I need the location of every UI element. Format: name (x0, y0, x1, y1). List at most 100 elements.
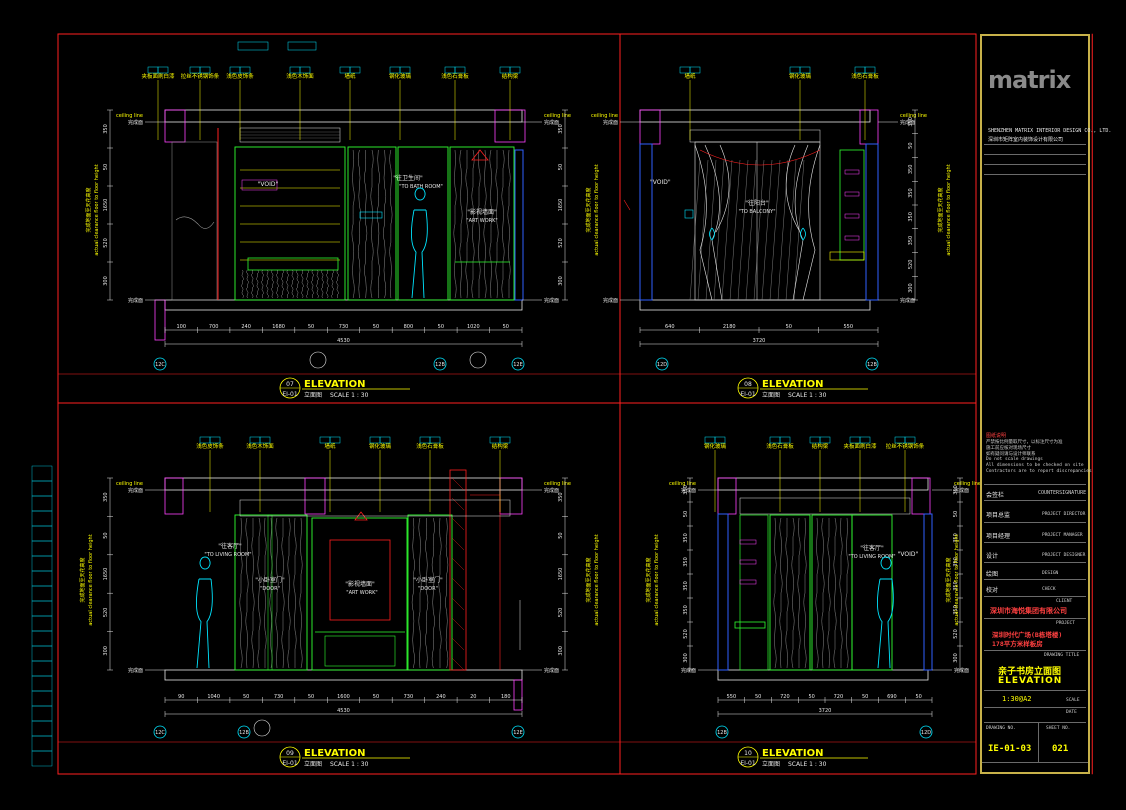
dimension-value: 640 (665, 324, 675, 330)
wood-grain-line (438, 517, 442, 668)
wood-grain-line (370, 149, 374, 299)
material-callout: 钢化玻璃 (789, 72, 812, 80)
callout-tag (679, 66, 691, 74)
callout-tag (499, 436, 511, 444)
dimension-value: 300 (558, 646, 564, 656)
glass-hatch (785, 159, 797, 301)
note-line: 施工前应核对现场尺寸 (986, 446, 1031, 451)
grid-bubble (655, 357, 669, 371)
wood-grain-line (389, 149, 393, 299)
grid-bubble (153, 725, 167, 739)
sheet-no-label: SHEET NO. (1046, 726, 1071, 731)
dimension-value: 50 (373, 694, 379, 700)
material-callout: 夹板面刷白漆 (141, 72, 175, 80)
ruler-cell (31, 570, 53, 587)
wood-grain-line (251, 518, 255, 669)
material-callout: 结构梁 (492, 442, 509, 450)
note-line: Do not scale drawings (986, 457, 1043, 462)
ruler-cell (31, 705, 53, 722)
dimension-value: 720 (834, 694, 844, 700)
drawing-title-en: ELEVATION (998, 676, 1063, 686)
wood-grain-line (245, 517, 249, 669)
shelf-object (241, 179, 278, 191)
dimension-value: 1020 (467, 324, 480, 330)
dimension-value: 50 (503, 324, 509, 330)
dimension-value: 300 (103, 646, 109, 656)
level-label: 完成面 (544, 297, 559, 304)
hatch-line (451, 537, 465, 551)
project-name: 深圳时代广场(B栋塔楼) (992, 631, 1063, 639)
dimension-value: 350 (103, 492, 109, 502)
wood-grain-line (257, 517, 261, 669)
shelving-unit (234, 146, 346, 301)
dimension-value: 730 (404, 694, 414, 700)
wood-grain-line (779, 517, 783, 669)
wood-grain-line (293, 517, 297, 668)
grid-bubble-label: 12D (657, 362, 667, 368)
dimension-total: 4530 (337, 338, 350, 344)
wood-grain-line (364, 149, 368, 299)
view-subtitle: 立面图 (762, 391, 780, 399)
callout-tag (769, 436, 781, 444)
view-sheet: EI-01 (740, 760, 756, 767)
height-note: 完成地面至天花高度 (85, 187, 92, 232)
note-line: 如有疑问请与设计师联系 (986, 452, 1036, 457)
wood-grain-line (299, 517, 303, 669)
callout-tag (289, 66, 301, 74)
dimension-value: 50 (373, 324, 379, 330)
human-figure (196, 556, 213, 669)
callout-tag (189, 66, 201, 74)
dimension-total: 3720 (753, 338, 766, 344)
level-label: 完成面 (603, 297, 618, 304)
wood-grain-line (845, 517, 849, 669)
ruler-cell (31, 735, 53, 752)
dimension-value: 520 (558, 238, 564, 248)
ruler-cell (31, 465, 53, 482)
right-curtain (785, 144, 821, 301)
wood-grain-line (477, 149, 481, 298)
wood-grain-line (821, 517, 825, 669)
wood-grain-line (827, 518, 831, 669)
dimension-value: 50 (786, 324, 792, 330)
wood-grain-line (246, 269, 249, 299)
wall-section (923, 513, 933, 671)
drawing-scale: 1:30@A2 (1002, 695, 1032, 703)
dimension-value: 1650 (558, 199, 564, 212)
glass-hatch (769, 159, 781, 301)
view-sheet: EI-01 (740, 391, 756, 398)
wood-grain-line (459, 149, 463, 299)
beam (304, 477, 326, 515)
wood-grain (773, 517, 807, 669)
wood-grain-line (261, 269, 264, 298)
ruler-cell (31, 750, 53, 767)
glass-hatch (777, 159, 789, 301)
height-note: 完成地面至天花高度 (945, 557, 952, 602)
section-mark (309, 351, 327, 369)
drawing-no-label: DRAWING NO. (986, 726, 1016, 731)
dimension-value: 350 (558, 492, 564, 502)
callout-tag (859, 436, 871, 444)
dimension-value: 720 (780, 694, 790, 700)
view-scale: SCALE 1 : 30 (330, 761, 369, 768)
dimension-value: 520 (558, 608, 564, 618)
room-tag: "VOID" (258, 181, 279, 188)
door-panel (769, 514, 811, 671)
floor-slab (639, 299, 871, 311)
structural-column (154, 299, 166, 341)
beam (911, 477, 931, 515)
wood-grain-line (471, 149, 475, 299)
view-scale: SCALE 1 : 30 (330, 392, 369, 399)
view-title: ELEVATION (762, 748, 823, 759)
note-line: 严禁按比例量取尺寸，以标注尺寸为准 (986, 440, 1063, 445)
curtain-valance (699, 149, 821, 166)
hatch-line (451, 477, 465, 491)
level-label: 完成面 (128, 297, 143, 304)
dimension-value: 50 (908, 142, 914, 148)
dimension-value: 180 (501, 694, 511, 700)
view-title: ELEVATION (304, 379, 365, 390)
wood-grain (453, 149, 511, 299)
sheet-border (1091, 33, 1093, 775)
dimension-value: 350 (683, 605, 689, 615)
material-callout: 结构梁 (812, 442, 829, 450)
role-label-en: PROJECT DESIGNER (1042, 553, 1086, 558)
